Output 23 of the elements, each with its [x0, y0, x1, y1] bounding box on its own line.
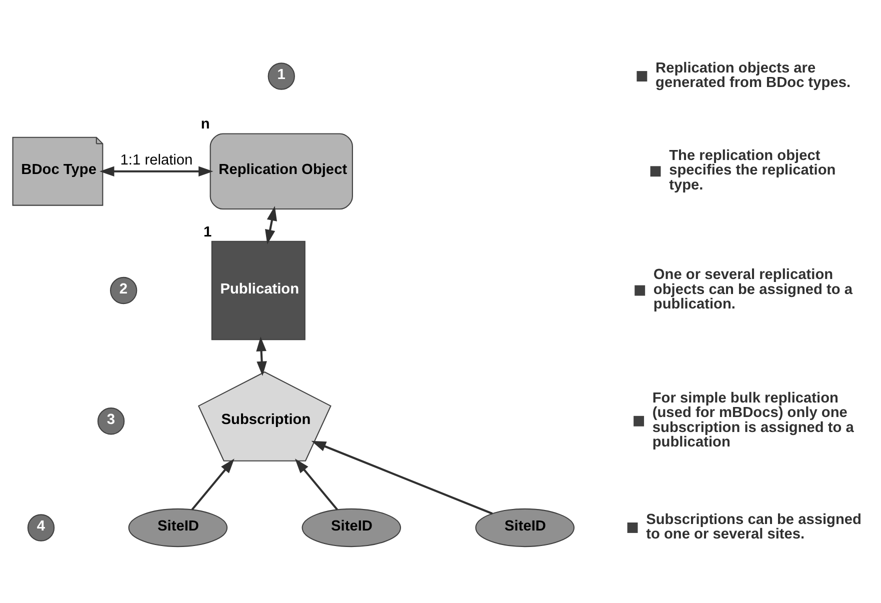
- label: One or several replication objects can be assigned to a publication.: [653, 266, 853, 312]
- node-box: Replication Object: [210, 132, 353, 210]
- node-label: 1: [204, 224, 212, 240]
- arrow: [311, 440, 493, 514]
- node-label: n: [200, 116, 210, 132]
- node-ellipse: SiteID: [475, 508, 575, 547]
- node-ellipse: SiteID: [128, 508, 228, 547]
- node-circle: 1: [268, 62, 295, 90]
- label: For simple bulk replication (used for mBDocs) only one subscription is assigned to a publication: [652, 390, 854, 450]
- arrow: [100, 166, 214, 176]
- label: Replication objects are generated from BDoc types.: [656, 60, 851, 90]
- arrow: [191, 458, 234, 510]
- label: The replication object specifies the replication type.: [669, 148, 836, 193]
- node-circle: 3: [97, 407, 125, 434]
- arrow: [265, 206, 277, 244]
- arrow: [294, 458, 338, 510]
- node-circle: 4: [27, 514, 55, 541]
- node-circle: 2: [110, 276, 138, 304]
- node-box: Publication: [211, 240, 306, 340]
- node-ellipse: SiteID: [302, 508, 402, 547]
- arrow: [256, 336, 267, 376]
- label: Subscriptions can be assigned to one or several sites.: [646, 511, 862, 542]
- edge-label: 1:1 relation: [120, 152, 193, 168]
